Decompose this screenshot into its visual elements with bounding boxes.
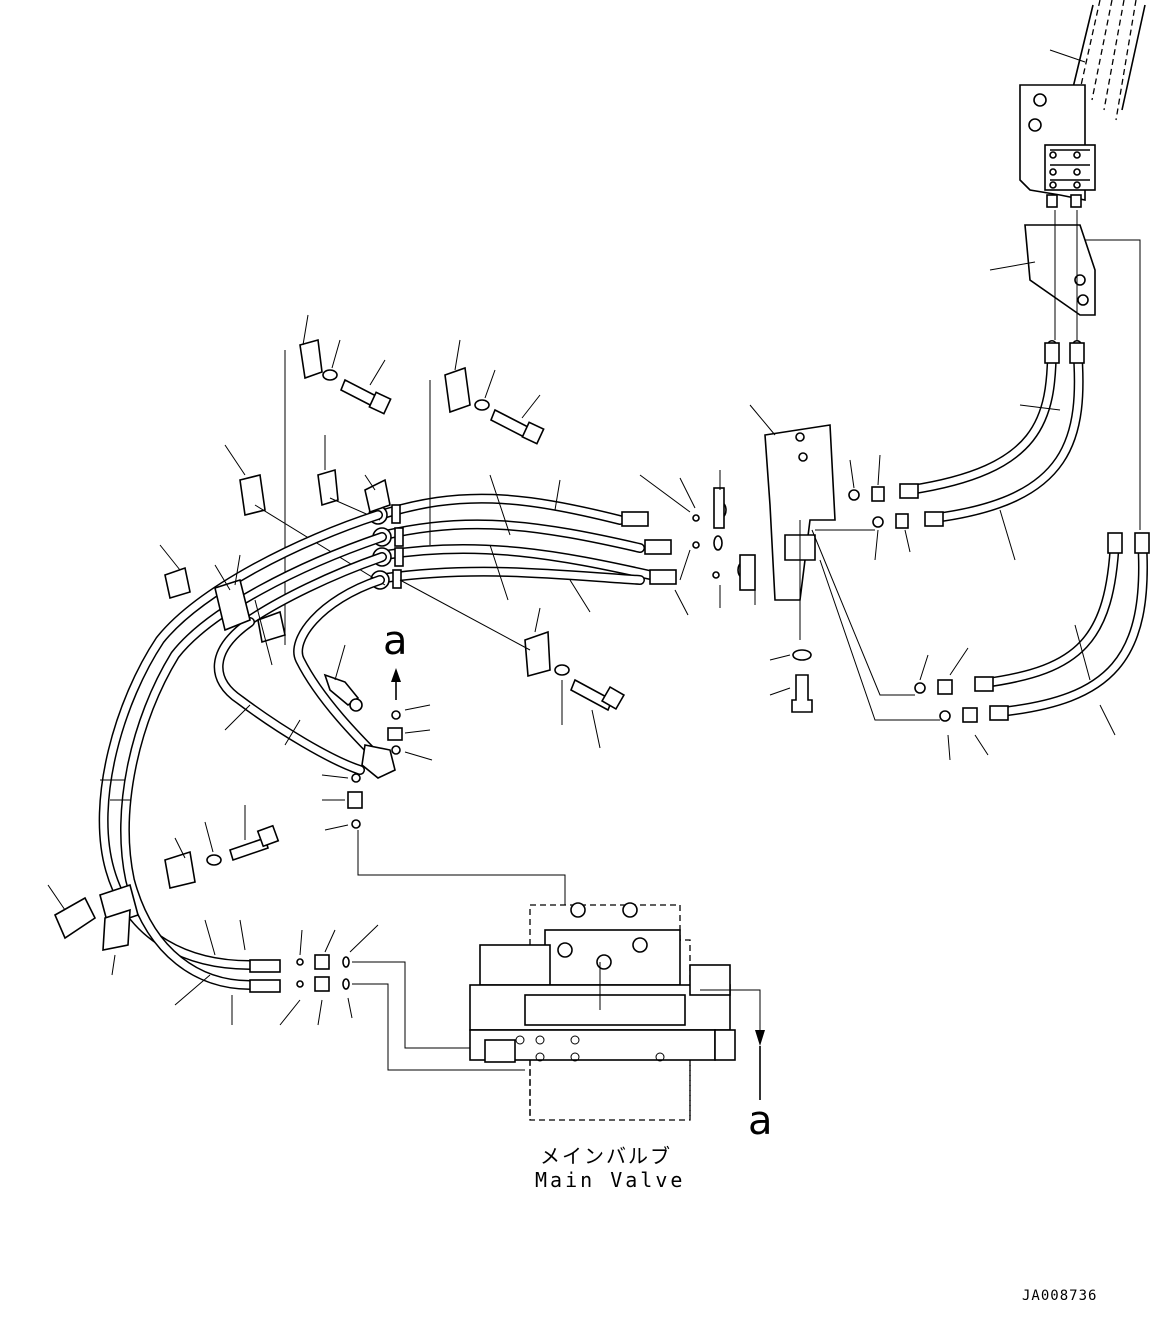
left-hose-bundle xyxy=(98,510,396,1026)
center-tube-bundle xyxy=(368,470,756,616)
lower-left-clamps xyxy=(47,805,280,976)
ref-a-top-label: a xyxy=(383,618,408,664)
top-clamps xyxy=(224,314,545,645)
main-valve-en-label: Main Valve xyxy=(535,1168,686,1192)
right-hoses-upper xyxy=(899,340,1085,561)
small-fittings-a xyxy=(321,668,433,831)
lower-center-clamp xyxy=(399,579,626,749)
center-bracket xyxy=(749,404,940,721)
upper-bracket-assembly xyxy=(989,0,1146,530)
drawing-code: JA008736 xyxy=(1022,1288,1098,1304)
ref-a-bottom-label: a xyxy=(748,1098,773,1144)
right-hoses-lower xyxy=(914,532,1150,761)
main-valve-jp-label: メインバルブ xyxy=(540,1144,672,1168)
main-valve xyxy=(352,830,765,1121)
